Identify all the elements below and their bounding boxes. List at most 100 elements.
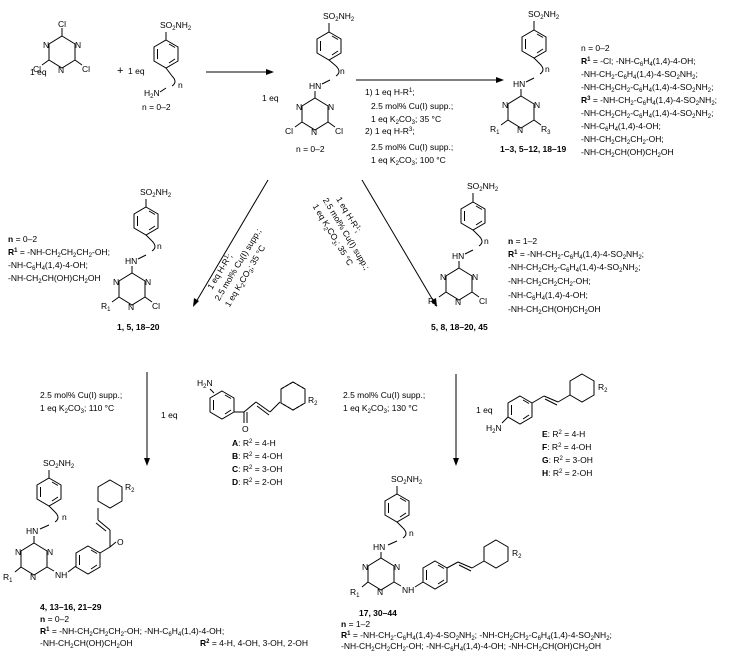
svg-text:N: N <box>47 547 53 557</box>
svg-text:Cl: Cl <box>335 126 343 136</box>
svg-text:H2N: H2N <box>197 378 213 390</box>
svg-text:-NH-CH2-C6H4(1,4)-4-SO2NH2;: -NH-CH2-C6H4(1,4)-4-SO2NH2; <box>581 69 698 81</box>
left-arrow-conditions: 1 eq H-R1; 2.5 mol% Cu(I) supp.; 1 eq K2… <box>205 227 269 310</box>
svg-text:-NH-CH2CH2-C6H4(1,4)-4-SO2NH2;: -NH-CH2CH2-C6H4(1,4)-4-SO2NH2; <box>508 262 641 274</box>
equiv-label-2: 1 eq <box>128 66 145 76</box>
svg-text:R1 = -NH-CH2CH2CH2-OH; -NH-C6H: R1 = -NH-CH2CH2CH2-OH; -NH-C6H4(1,4)-4-O… <box>40 626 224 638</box>
svg-text:N: N <box>15 547 21 557</box>
svg-text:N: N <box>440 272 446 282</box>
svg-text:D: R2 = 2-OH: D: R2 = 2-OH <box>232 477 282 487</box>
svg-text:R1: R1 <box>490 124 500 136</box>
svg-text:HN: HN <box>26 526 38 536</box>
step1-cond-1: 1) 1 eq H-R1; <box>365 87 415 97</box>
svg-text:HN: HN <box>452 251 464 261</box>
svg-text:R1: R1 <box>428 296 438 308</box>
product-top-definitions: n = 0–2 R1 = -Cl; -NH-C6H4(1,4)-4-OH; -N… <box>581 43 717 159</box>
svg-text:n: n <box>340 66 345 76</box>
svg-text:SO2NH2: SO2NH2 <box>160 20 192 32</box>
svg-text:N: N <box>296 102 302 112</box>
chalcone-variants: A: R2 = 4-H B: R2 = 4-OH C: R2 = 3-OH D:… <box>232 438 282 487</box>
svg-text:n = 1–2: n = 1–2 <box>341 619 370 629</box>
svg-text:-NH-CH2CH2-C6H4(1,4)-4-SO2NH2;: -NH-CH2CH2-C6H4(1,4)-4-SO2NH2; <box>581 82 714 94</box>
svg-text:N: N <box>377 587 383 597</box>
svg-text:G: R2 = 3-OH: G: R2 = 3-OH <box>542 455 593 465</box>
svg-text:F: R2 = 4-OH: F: R2 = 4-OH <box>542 442 591 452</box>
sulfonamide-amine-structure: SO2NH2 H2N n <box>144 20 192 100</box>
svg-text:NH: NH <box>55 570 67 580</box>
step1-cond-6: 1 eq K2CO3; 100 °C <box>371 155 446 167</box>
final-right-definitions: n = 1–2 R1 = -NH-CH2-C6H4(1,4)-4-SO2NH2;… <box>341 619 612 653</box>
stilbene-cond-2: 1 eq K2CO3; 130 °C <box>343 403 418 415</box>
left-mid-label: 1, 5, 18–20 <box>117 322 160 332</box>
svg-text:n: n <box>178 80 183 90</box>
svg-text:N: N <box>394 562 400 572</box>
svg-text:B: R2 = 4-OH: B: R2 = 4-OH <box>232 451 282 461</box>
step1-cond-4: 2) 1 eq H-R3; <box>365 126 415 136</box>
step1-cond-3: 1 eq K2CO3; 35 °C <box>371 114 441 126</box>
svg-text:H2N: H2N <box>486 423 502 435</box>
svg-text:SO2NH2: SO2NH2 <box>140 187 172 199</box>
svg-text:R2: R2 <box>598 382 608 394</box>
svg-text:NH: NH <box>402 585 414 595</box>
svg-text:Cl: Cl <box>58 19 66 29</box>
svg-text:n: n <box>62 512 67 522</box>
svg-text:SO2NH2: SO2NH2 <box>323 11 355 23</box>
svg-text:n: n <box>545 64 550 74</box>
svg-text:-NH-C6H4(1,4)-4-OH;: -NH-C6H4(1,4)-4-OH; <box>8 260 88 272</box>
right-mid-definitions: n = 1–2 R1 = -NH-CH2-C6H4(1,4)-4-SO2NH2;… <box>508 236 644 316</box>
svg-text:O: O <box>242 424 249 434</box>
final-left-label: 4, 13–16, 21–29 <box>40 602 102 612</box>
svg-text:HN: HN <box>513 79 525 89</box>
svg-text:n: n <box>157 241 162 251</box>
svg-text:N: N <box>145 277 151 287</box>
svg-text:SO2NH2: SO2NH2 <box>528 9 560 21</box>
svg-text:R1 = -NH-CH2CH2CH2-OH;: R1 = -NH-CH2CH2CH2-OH; <box>8 247 110 259</box>
cyanuric-chloride-structure: Cl Cl Cl N N N <box>33 19 90 75</box>
svg-text:SO2NH2: SO2NH2 <box>467 181 499 193</box>
svg-text:Cl: Cl <box>33 64 41 74</box>
svg-text:HN: HN <box>125 256 137 266</box>
svg-text:R2: R2 <box>125 482 135 494</box>
monochloro-product-left: SO2NH2 HN n N N N R1 Cl <box>101 187 172 313</box>
svg-text:Cl: Cl <box>285 126 293 136</box>
step1-n-range: n = 0–2 <box>296 144 325 154</box>
plus-sign: + <box>117 65 123 77</box>
svg-text:N: N <box>472 272 478 282</box>
svg-text:O: O <box>117 537 124 547</box>
step1-equiv: 1 eq <box>262 93 279 103</box>
aminostilbene-reagent: H2N R2 <box>486 373 608 435</box>
arrow-left-diagonal <box>195 179 269 303</box>
final-left-r2: R2 = 4-H, 4-OH, 3-OH, 2-OH <box>200 638 308 648</box>
svg-text:HN: HN <box>309 81 321 91</box>
svg-text:N: N <box>30 572 36 582</box>
right-arrow-conditions: 1 eq H-R1; 2.5 mol% Cu(I) supp.; 1 eq K2… <box>309 195 372 272</box>
svg-text:N: N <box>534 100 540 110</box>
svg-text:-NH-C6H4(1,4)-4-OH;: -NH-C6H4(1,4)-4-OH; <box>581 121 661 133</box>
svg-text:R3 = -NH-CH2-C6H4(1,4)-4-SO2NH: R3 = -NH-CH2-C6H4(1,4)-4-SO2NH2; <box>581 95 717 107</box>
svg-text:C: R2 = 3-OH: C: R2 = 3-OH <box>232 464 282 474</box>
svg-text:-NH-CH2CH(OH)CH2OH: -NH-CH2CH(OH)CH2OH <box>8 273 101 285</box>
svg-text:N: N <box>362 562 368 572</box>
stilbene-cond-1: 2.5 mol% Cu(I) supp.; <box>343 390 425 400</box>
svg-text:N: N <box>128 302 134 312</box>
svg-text:Cl: Cl <box>152 301 160 311</box>
svg-text:n = 1–2: n = 1–2 <box>508 236 537 246</box>
svg-text:n = 0–2: n = 0–2 <box>40 614 69 624</box>
svg-text:R1 = -NH-CH2-C6H4(1,4)-4-SO2NH: R1 = -NH-CH2-C6H4(1,4)-4-SO2NH2; -NH-CH2… <box>341 630 612 642</box>
product-top-label: 1–3, 5–12, 18–19 <box>500 144 566 154</box>
stilbene-variants: E: R2 = 4-H F: R2 = 4-OH G: R2 = 3-OH H:… <box>542 429 593 478</box>
final-right-label: 17, 30–44 <box>359 608 397 618</box>
svg-text:R1 = -NH-CH2-C6H4(1,4)-4-SO2NH: R1 = -NH-CH2-C6H4(1,4)-4-SO2NH2; <box>508 249 644 261</box>
svg-text:-NH-CH2CH(OH)CH2OH: -NH-CH2CH(OH)CH2OH <box>581 147 674 159</box>
left-mid-definitions: n = 0–2 R1 = -NH-CH2CH2CH2-OH; -NH-C6H4(… <box>8 234 110 285</box>
svg-text:-NH-CH2CH2CH2-OH;: -NH-CH2CH2CH2-OH; <box>581 134 664 146</box>
chalcone-cond-1: 2.5 mol% Cu(I) supp.; <box>40 390 122 400</box>
svg-text:N: N <box>75 40 81 50</box>
svg-text:N: N <box>113 277 119 287</box>
svg-text:n: n <box>409 528 414 538</box>
svg-text:-NH-CH2CH2CH2-OH; -NH-C6H4(1,4: -NH-CH2CH2CH2-OH; -NH-C6H4(1,4)-4-OH; -N… <box>341 641 601 653</box>
svg-text:R2: R2 <box>512 548 522 560</box>
svg-text:Cl: Cl <box>82 64 90 74</box>
svg-text:R1: R1 <box>101 301 111 313</box>
